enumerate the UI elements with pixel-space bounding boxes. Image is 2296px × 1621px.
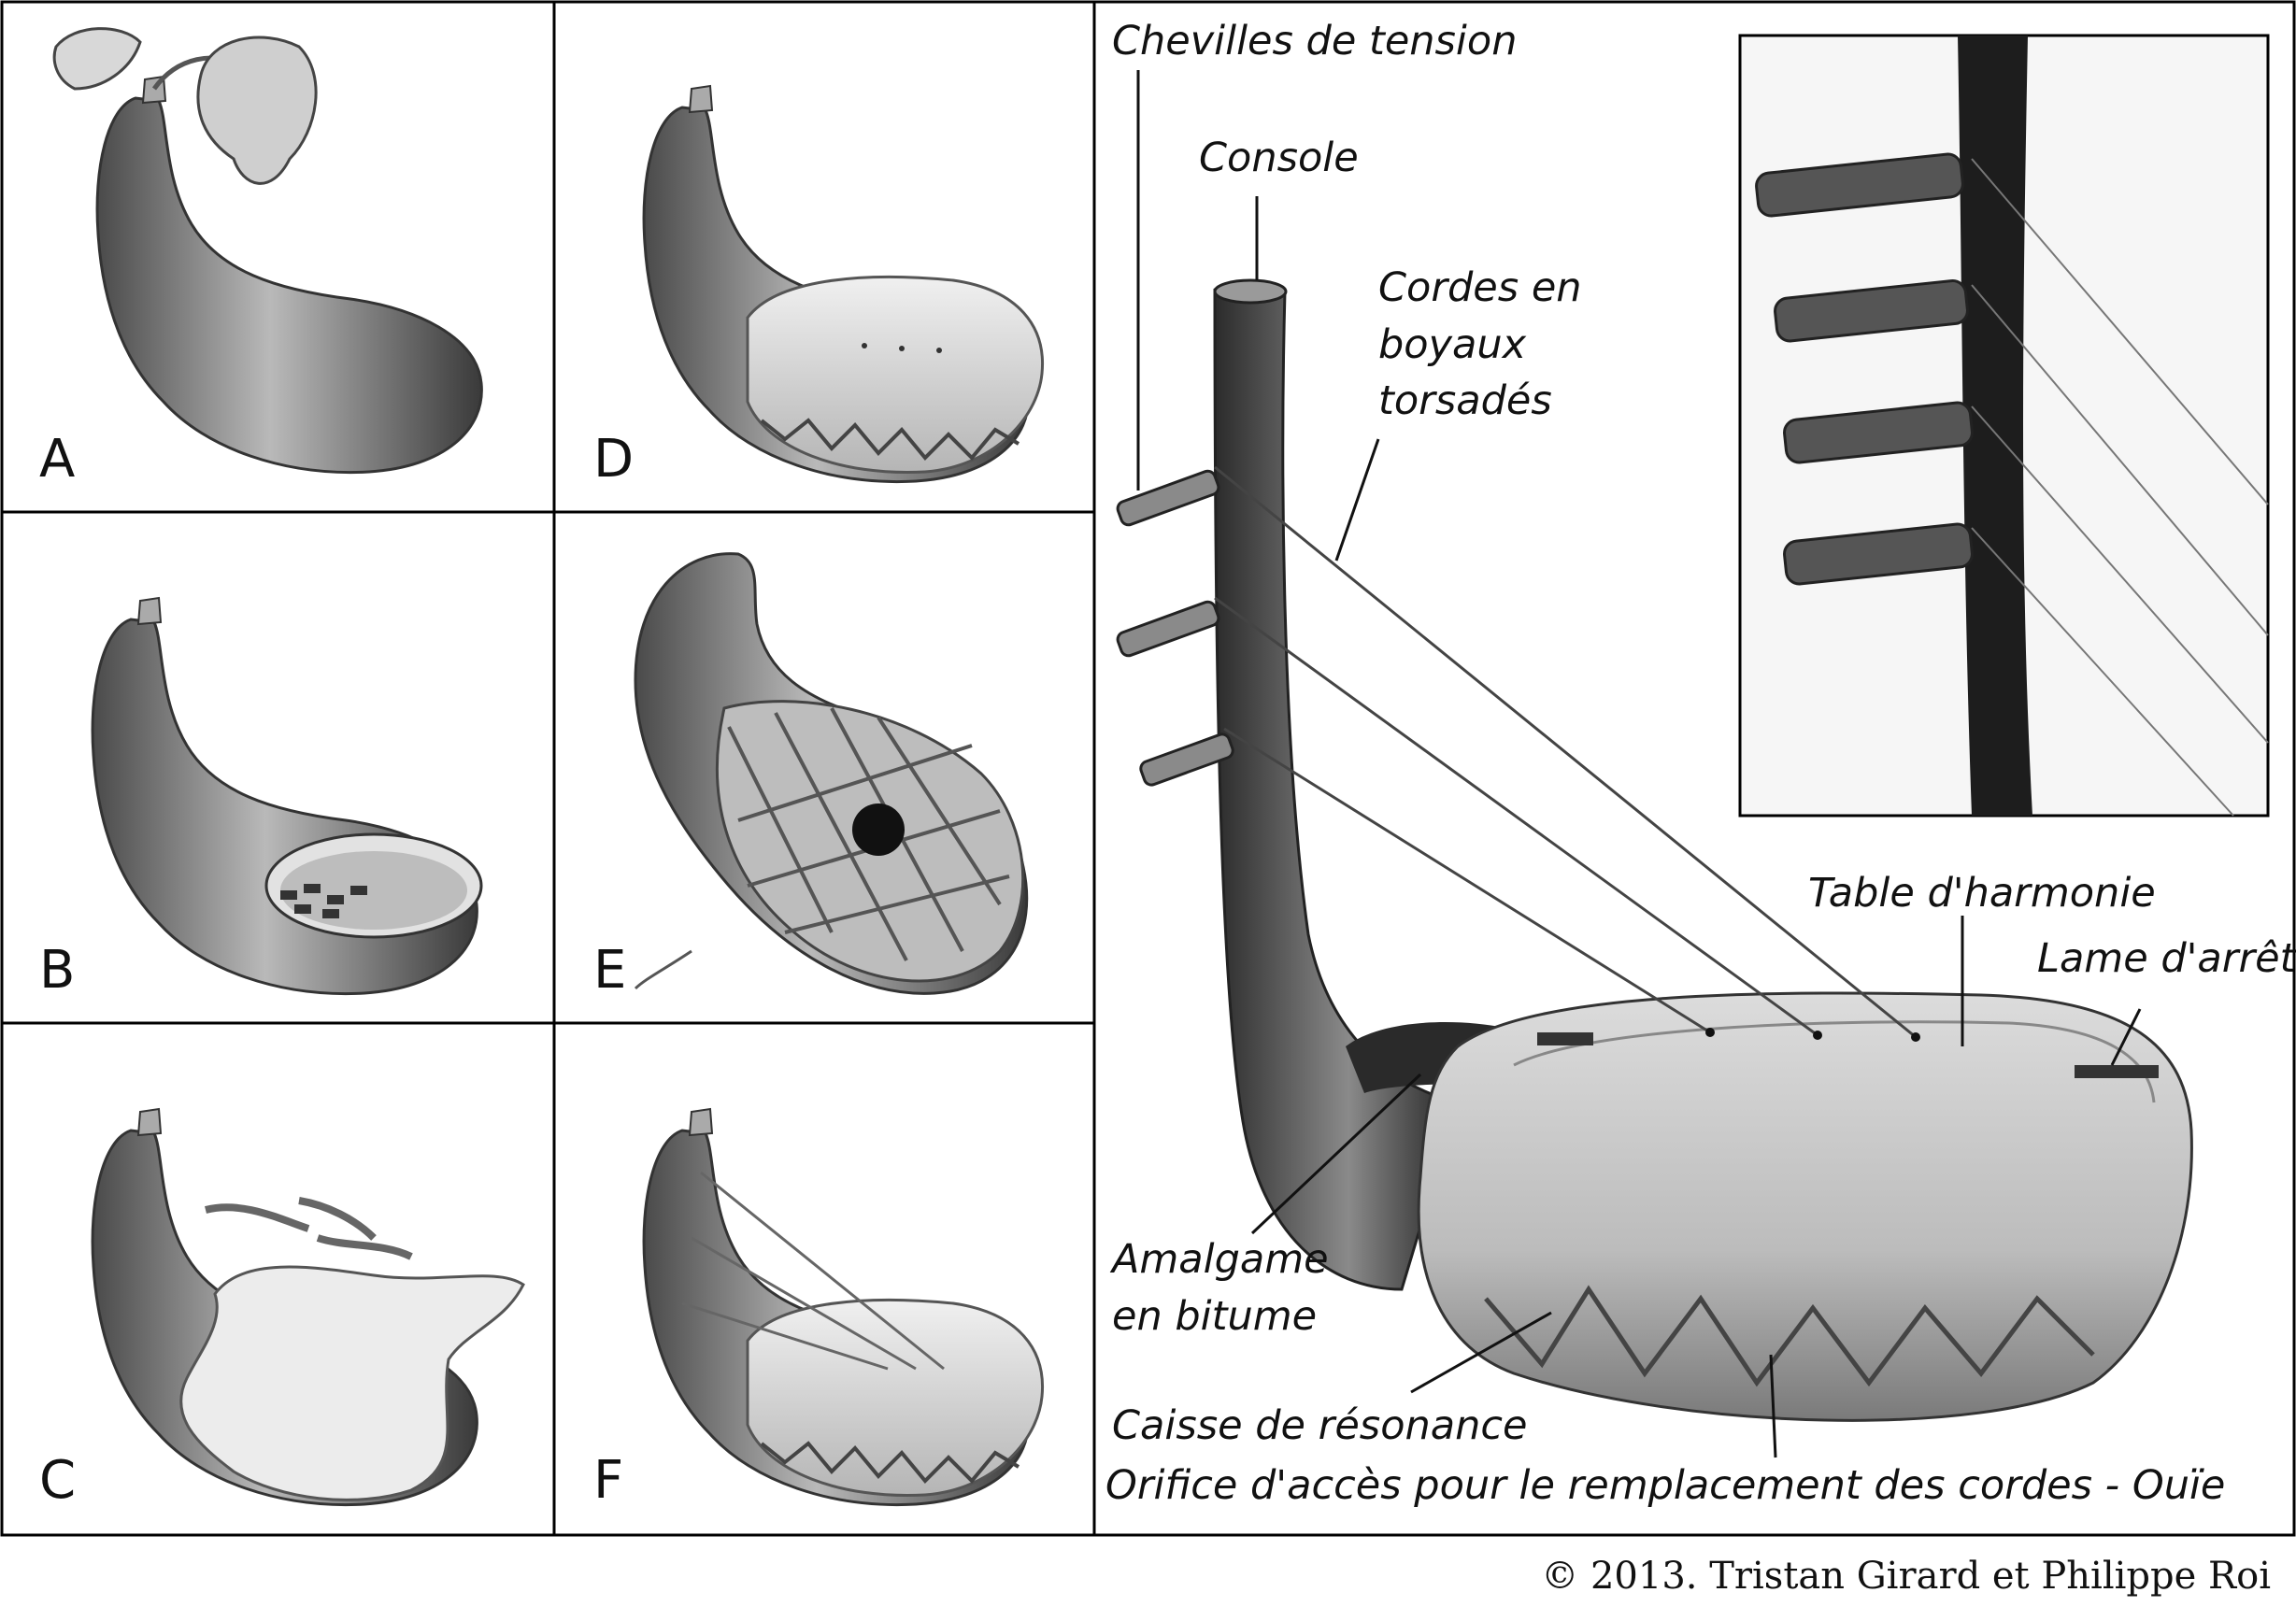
panel-a: A (39, 27, 483, 490)
panel-c: C (39, 1107, 525, 1511)
panel-d: D (593, 84, 1045, 490)
sound-hole (852, 803, 905, 856)
label-caisse-de-resonance: Caisse de résonance (1112, 1402, 1527, 1449)
vine-leaf (196, 36, 318, 185)
resonance-body (1417, 991, 2193, 1422)
label-chevilles-de-tension: Chevilles de tension (1112, 18, 1517, 64)
copyright-notice: © 2013. Tristan Girard et Philippe Roi (1541, 1555, 2271, 1598)
label-console: Console (1199, 135, 1359, 181)
label-orifice: Orifice d'accès pour le remplacement des… (1105, 1462, 2225, 1509)
panel-letter: D (593, 429, 634, 490)
panel-letter: B (39, 940, 75, 1001)
lacing (760, 418, 1020, 461)
peg-closeup-inset (1738, 34, 2270, 818)
console-closeup (1958, 36, 2032, 816)
harp-labelled-drawing (1116, 278, 2193, 1422)
label-amalgame-line-1: Amalgame (1109, 1236, 1329, 1283)
label-lame-d-arret: Lame d'arrêt (2037, 935, 2296, 982)
stop-bar (2075, 1065, 2159, 1078)
leader-lines (1136, 70, 2142, 1458)
tuning-pegs (1116, 469, 1234, 787)
label-amalgame-line-2: en bitume (1112, 1293, 1317, 1340)
hollowed-gourd-illustration (91, 596, 483, 996)
vine-leaf (52, 27, 142, 91)
animal-skin (179, 1265, 525, 1501)
panel-letter: C (39, 1450, 76, 1511)
strings (681, 1171, 945, 1371)
panel-b: B (39, 596, 483, 1001)
panel-letter: A (39, 429, 75, 490)
panel-letter: F (593, 1450, 623, 1511)
console-neck (1213, 281, 1460, 1291)
panel-f: F (593, 1107, 1045, 1511)
label-cordes-line-2: boyaux (1378, 321, 1527, 368)
soundboard-stretched-illustration (642, 84, 1045, 484)
lacing (1484, 1285, 2095, 1387)
panel-letter: E (593, 940, 626, 1001)
label-cordes-line-1: Cordes en (1378, 264, 1582, 311)
skin-covering-illustration (91, 1107, 525, 1507)
gut-strips (205, 1197, 413, 1260)
strings (1214, 465, 1917, 1039)
strung-harp-illustration (642, 1107, 1045, 1507)
label-table-d-harmonie: Table d'harmonie (1808, 870, 2156, 917)
panel-grid (0, 0, 2296, 1537)
label-cordes-line-3: torsadés (1378, 377, 1552, 424)
laced-underside-illustration (634, 552, 1029, 995)
panel-e: E (593, 552, 1029, 1001)
gourd-with-leaf-illustration (52, 27, 483, 475)
soundboard-skin (746, 275, 1045, 475)
